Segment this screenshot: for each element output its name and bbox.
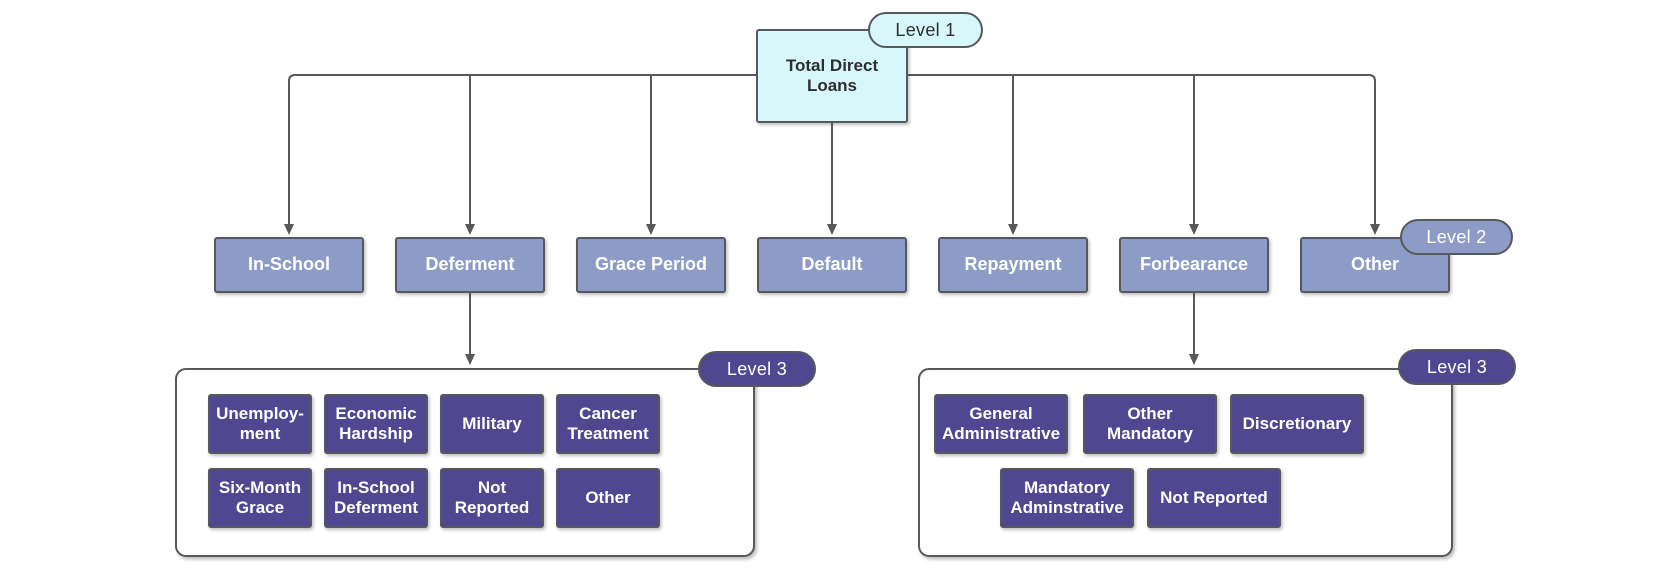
- node-unemployment: Unemploy- ment: [208, 394, 312, 454]
- node-cancer-treatment: Cancer Treatment: [556, 394, 660, 454]
- node-general-administrative: General Administrative: [934, 394, 1068, 454]
- node-deferment: Deferment: [395, 237, 545, 293]
- level-2-badge: Level 2: [1400, 219, 1513, 255]
- node-in-school-deferment: In-School Deferment: [324, 468, 428, 528]
- node-military: Military: [440, 394, 544, 454]
- level-1-badge: Level 1: [868, 12, 983, 48]
- node-six-month-grace: Six-Month Grace: [208, 468, 312, 528]
- node-economic-hardship: Economic Hardship: [324, 394, 428, 454]
- node-discretionary: Discretionary: [1230, 394, 1364, 454]
- node-repayment: Repayment: [938, 237, 1088, 293]
- node-other-deferment: Other: [556, 468, 660, 528]
- node-other-mandatory: Other Mandatory: [1083, 394, 1217, 454]
- node-in-school: In-School: [214, 237, 364, 293]
- node-forbearance: Forbearance: [1119, 237, 1269, 293]
- level-3-badge-deferment: Level 3: [698, 351, 816, 387]
- node-total-direct-loans: Total Direct Loans: [756, 29, 908, 123]
- node-not-reported-deferment: Not Reported: [440, 468, 544, 528]
- node-grace-period: Grace Period: [576, 237, 726, 293]
- node-mandatory-adminstrative: Mandatory Adminstrative: [1000, 468, 1134, 528]
- node-not-reported-forbearance: Not Reported: [1147, 468, 1281, 528]
- level-3-badge-forbearance: Level 3: [1398, 349, 1516, 385]
- node-default: Default: [757, 237, 907, 293]
